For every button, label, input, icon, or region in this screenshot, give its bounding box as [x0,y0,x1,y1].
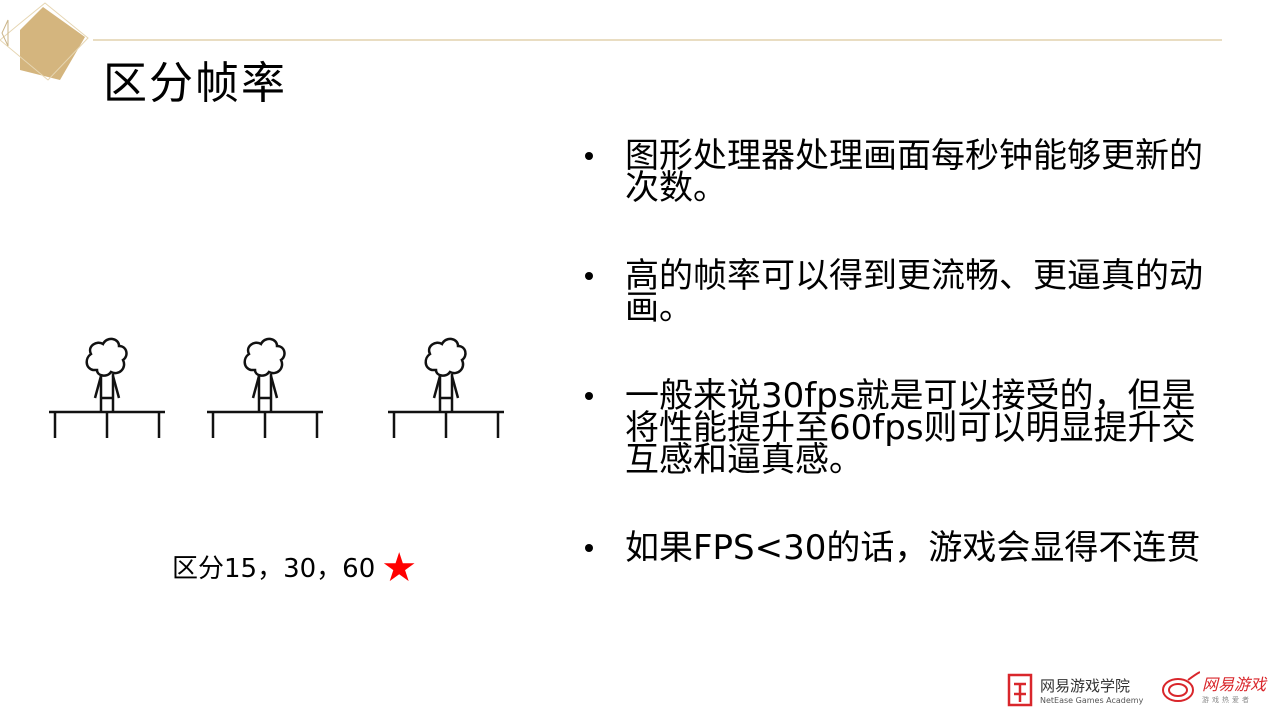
slide-title: 区分帧率 [103,58,287,109]
title-decoration [0,2,1222,81]
bullet-icon [585,272,593,280]
bullet-item: 高的帧率可以得到更流畅、更逼真的动画。 [585,259,1205,325]
academy-name: 网易游戏学院 [1040,677,1131,695]
figure-30fps [205,337,325,440]
star-icon: ★ [381,545,418,591]
figure-60fps [386,337,506,440]
figure-15fps [47,337,167,440]
brand-tagline: 游戏热爱者 [1202,696,1252,704]
animation-figures [47,337,506,440]
bullet-item: 一般来说30fps就是可以接受的，但是将性能提升至60fps则可以明显提升交互感… [585,379,1205,477]
brand-logo: 网易游戏 游戏热爱者 [1160,670,1266,706]
academy-name-en: NetEase Games Academy [1040,696,1144,705]
bullet-list: 图形处理器处理画面每秒钟能够更新的次数。 高的帧率可以得到更流畅、更逼真的动画。… [585,139,1205,620]
academy-seal-icon [1007,673,1033,707]
bullet-icon [585,392,593,400]
academy-logo: 网易游戏学院 NetEase Games Academy [1006,672,1143,708]
brand-swirl-icon [1162,671,1200,702]
caption-text: 区分15，30，60 [172,554,376,584]
bullet-item: 如果FPS<30的话，游戏会显得不连贯 [585,531,1205,565]
bullet-icon [585,544,593,552]
bullet-item: 图形处理器处理画面每秒钟能够更新的次数。 [585,139,1205,205]
bullet-text: 如果FPS<30的话，游戏会显得不连贯 [625,528,1201,568]
bullet-text: 高的帧率可以得到更流畅、更逼真的动画。 [625,256,1203,328]
brand-name: 网易游戏 [1202,675,1267,694]
bullet-text: 一般来说30fps就是可以接受的，但是将性能提升至60fps则可以明显提升交互感… [625,376,1196,480]
bullet-text: 图形处理器处理画面每秒钟能够更新的次数。 [625,136,1203,208]
bullet-icon [585,152,593,160]
caption: 区分15，30，60★ [172,545,417,591]
